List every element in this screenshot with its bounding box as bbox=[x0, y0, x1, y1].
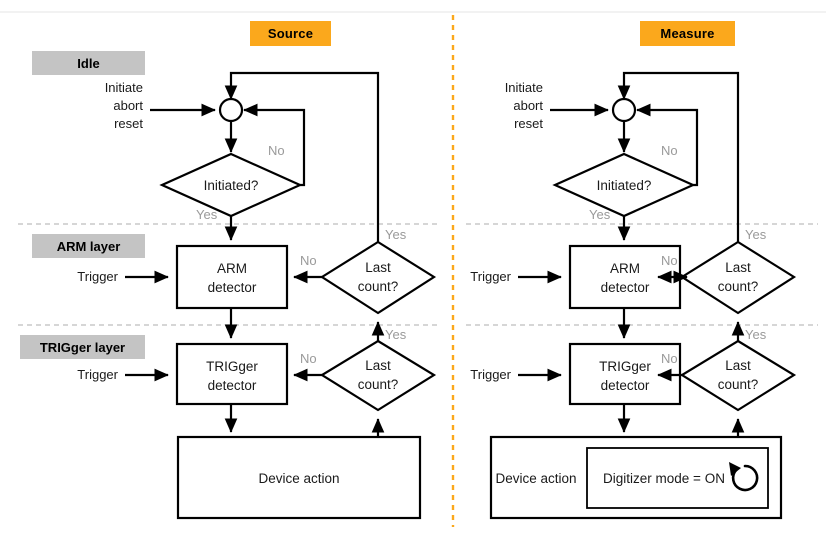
edge-armyes-to-junction-measure bbox=[617, 71, 740, 242]
edge-label-yes-arm-measure: Yes bbox=[745, 227, 767, 242]
entry-label-line1-measure: Initiate bbox=[505, 80, 543, 95]
arm-detector-line1-measure: ARM bbox=[610, 261, 640, 276]
merge-junction-measure bbox=[611, 97, 637, 123]
edge-label-no-trig-source: No bbox=[300, 351, 317, 366]
layer-label-trigger: TRIGger layer bbox=[20, 335, 145, 359]
arm-lastcount-line1-source: Last bbox=[365, 260, 391, 275]
decision-arm-last-count-source bbox=[319, 240, 437, 315]
column-title-source: Source bbox=[250, 21, 331, 46]
decision-arm-last-count-measure bbox=[679, 240, 797, 315]
measure-flow-group bbox=[489, 71, 797, 520]
edge-label-no-trig-measure: No bbox=[661, 351, 678, 366]
edge-label-no-initiated-measure: No bbox=[661, 143, 678, 158]
edge-label-yes-initiated-source: Yes bbox=[196, 207, 218, 222]
arm-detector-line2-measure: detector bbox=[601, 280, 650, 295]
edge-label-no-arm-measure: No bbox=[661, 253, 678, 268]
trig-detector-line2-source: detector bbox=[208, 378, 257, 393]
arm-lastcount-line2-measure: count? bbox=[718, 279, 759, 294]
trigger-input-arm-source: Trigger bbox=[77, 269, 118, 284]
trig-lastcount-line1-source: Last bbox=[365, 358, 391, 373]
edge-label-yes-arm-source: Yes bbox=[385, 227, 407, 242]
device-action-label-measure: Device action bbox=[495, 471, 576, 486]
entry-label-line2-source: abort bbox=[113, 98, 143, 113]
merge-junction-source bbox=[218, 97, 244, 123]
arm-detector-line2-source: detector bbox=[208, 280, 257, 295]
edge-label-yes-trig-measure: Yes bbox=[745, 327, 767, 342]
device-action-label-source: Device action bbox=[258, 471, 339, 486]
trigger-input-arm-measure: Trigger bbox=[470, 269, 511, 284]
arm-lastcount-line2-source: count? bbox=[358, 279, 399, 294]
box-device-action-source bbox=[176, 435, 422, 520]
box-digitizer-mode bbox=[586, 447, 769, 509]
trig-lastcount-line2-measure: count? bbox=[718, 377, 759, 392]
edge-label-no-initiated-source: No bbox=[268, 143, 285, 158]
digitizer-mode-label: Digitizer mode = ON bbox=[603, 471, 725, 486]
arm-detector-line1-source: ARM bbox=[217, 261, 247, 276]
arm-lastcount-line1-measure: Last bbox=[725, 260, 751, 275]
edge-initiated-no-loop-measure bbox=[636, 103, 699, 187]
decision-trig-last-count-measure bbox=[679, 339, 797, 412]
trig-detector-line2-measure: detector bbox=[601, 378, 650, 393]
edge-armyes-to-junction-source bbox=[224, 71, 380, 242]
column-title-measure: Measure bbox=[640, 21, 735, 46]
trig-lastcount-line1-measure: Last bbox=[725, 358, 751, 373]
edge-label-yes-initiated-measure: Yes bbox=[589, 207, 611, 222]
decision-initiated-label-source: Initiated? bbox=[204, 178, 259, 193]
entry-label-line3-measure: reset bbox=[514, 116, 543, 131]
trigger-input-trig-source: Trigger bbox=[77, 367, 118, 382]
box-arm-detector-source bbox=[175, 244, 289, 310]
layer-label-arm: ARM layer bbox=[32, 234, 145, 258]
entry-label-line2-measure: abort bbox=[513, 98, 543, 113]
trig-detector-line1-measure: TRIGger bbox=[599, 359, 651, 374]
trigger-input-trig-measure: Trigger bbox=[470, 367, 511, 382]
edge-initiated-no-loop-source bbox=[243, 103, 306, 187]
layer-label-idle: Idle bbox=[32, 51, 145, 75]
decision-initiated-label-measure: Initiated? bbox=[597, 178, 652, 193]
trig-detector-line1-source: TRIGger bbox=[206, 359, 258, 374]
edge-label-yes-trig-source: Yes bbox=[385, 327, 407, 342]
decision-trig-last-count-source bbox=[319, 339, 437, 412]
box-trig-detector-source bbox=[175, 342, 289, 406]
entry-label-line1-source: Initiate bbox=[105, 80, 143, 95]
entry-label-line3-source: reset bbox=[114, 116, 143, 131]
edge-label-no-arm-source: No bbox=[300, 253, 317, 268]
trig-lastcount-line2-source: count? bbox=[358, 377, 399, 392]
loop-arrow-icon bbox=[729, 462, 759, 492]
source-flow-group bbox=[125, 71, 437, 520]
